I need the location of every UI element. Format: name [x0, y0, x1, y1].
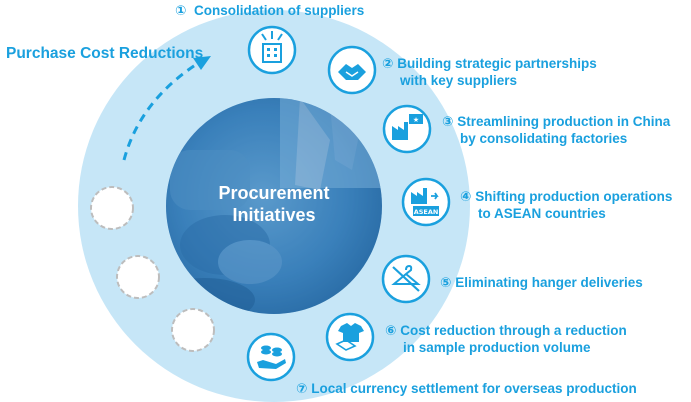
initiative-1: ① Consolidation of suppliers [175, 2, 364, 19]
initiative-5-num: ⑤ [440, 275, 452, 290]
initiative-6-text-line2: in sample production volume [403, 340, 591, 355]
initiative-2-text-line2: with key suppliers [400, 73, 518, 88]
initiative-3-num: ③ [442, 114, 454, 129]
initiative-1-text: Consolidation of suppliers [193, 3, 365, 18]
initiative-6-num: ⑥ [385, 323, 397, 338]
initiative-7-text: Local currency settlement for overseas p… [311, 381, 637, 396]
china-factory-icon: ★ [382, 104, 432, 154]
center-title: Procurement Initiatives [186, 182, 362, 226]
initiative-6: ⑥ Cost reduction through a reduction in … [385, 322, 627, 356]
initiative-6-text: Cost reduction through a reduction [400, 323, 627, 338]
initiative-4-num: ④ [460, 189, 472, 204]
initiative-7-num: ⑦ [296, 381, 308, 396]
initiative-4: ④ Shifting production operations to ASEA… [460, 188, 672, 222]
initiative-1-num: ① [175, 3, 187, 18]
initiative-7: ⑦ Local currency settlement for overseas… [296, 380, 637, 397]
svg-text:★: ★ [413, 116, 419, 124]
asean-factory-icon: ASEAN [401, 177, 451, 227]
coins-hand-icon [246, 332, 296, 382]
initiative-5-text: Eliminating hanger deliveries [455, 275, 643, 290]
initiative-2-text: Building strategic partnerships [397, 56, 597, 71]
clothing-samples-icon [325, 312, 375, 362]
initiative-2: ② Building strategic partnerships with k… [382, 55, 597, 89]
diagram-title: Purchase Cost Reductions [6, 45, 204, 62]
asean-badge-text: ASEAN [414, 208, 439, 216]
no-hanger-icon [381, 254, 431, 304]
initiative-2-num: ② [382, 56, 394, 71]
arrow-head [193, 56, 211, 70]
initiative-3: ③ Streamlining production in China by co… [442, 113, 670, 147]
initiative-3-text: Streamlining production in China [457, 114, 671, 129]
initiative-4-text: Shifting production operations [475, 189, 673, 204]
center-title-line1: Procurement [218, 183, 330, 203]
placeholder-circle [171, 308, 215, 352]
initiative-5: ⑤ Eliminating hanger deliveries [440, 274, 643, 291]
placeholder-circle [90, 186, 134, 230]
center-title-line2: Initiatives [232, 205, 316, 225]
buildings-icon [247, 25, 297, 75]
handshake-icon [327, 45, 377, 95]
progress-arrow [122, 60, 201, 161]
initiative-4-text-line2: to ASEAN countries [478, 206, 606, 221]
placeholder-circle [116, 255, 160, 299]
initiative-3-text-line2: by consolidating factories [460, 131, 628, 146]
